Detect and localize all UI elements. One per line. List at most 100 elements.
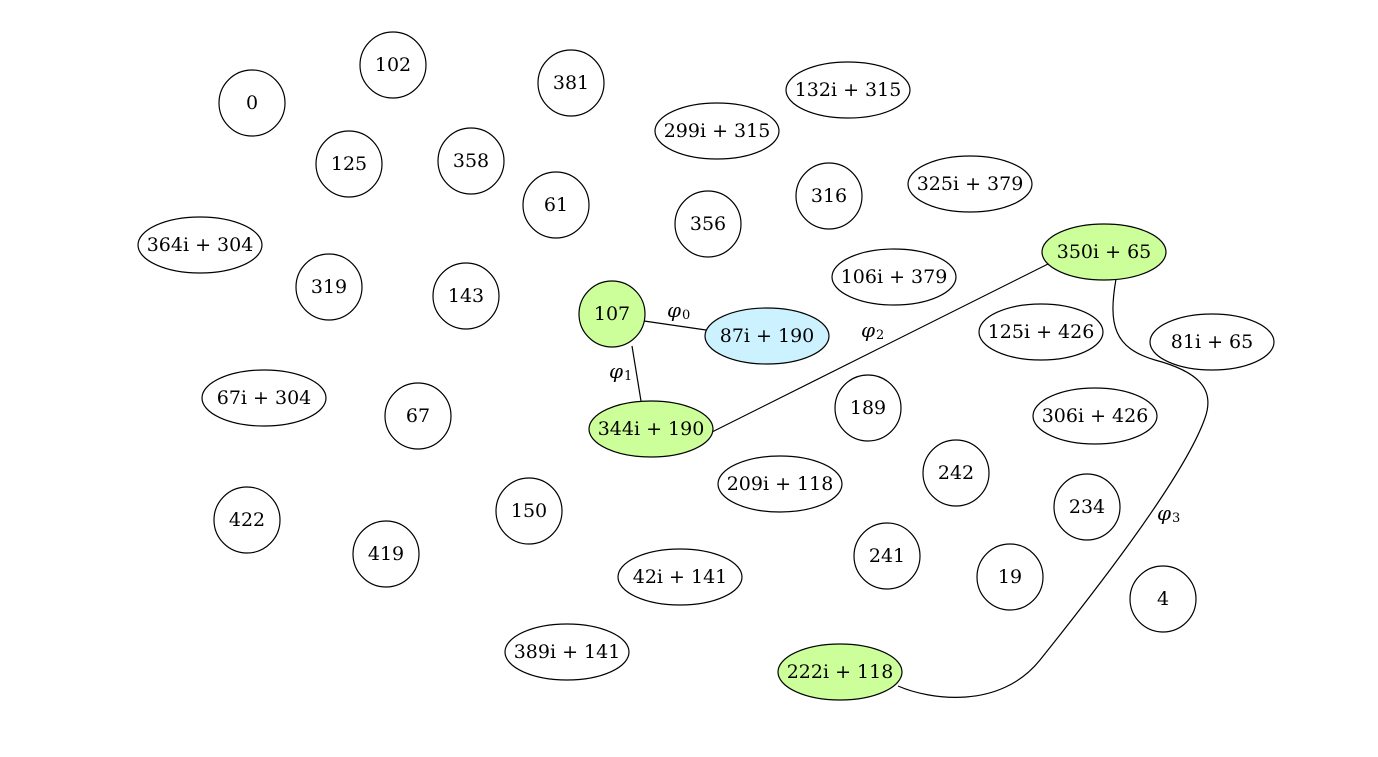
node-label: 106i + 379 xyxy=(841,266,948,288)
graph-node: 67 xyxy=(384,382,452,450)
node-shape xyxy=(617,548,743,606)
node-shape xyxy=(674,190,742,258)
node-label: 350i + 65 xyxy=(1057,241,1152,263)
graph-node: 419 xyxy=(352,520,420,588)
graph-node: 299i + 315 xyxy=(654,102,780,160)
node-shape xyxy=(777,643,903,701)
node-label: 209i + 118 xyxy=(727,473,834,495)
nodes-layer: 0 102 381 132i + 315 299i + 315 125 358 61 316 32… xyxy=(137,31,1275,701)
node-label: 67i + 304 xyxy=(217,387,312,409)
edge-n107-n344i190 xyxy=(631,345,642,402)
node-shape xyxy=(704,307,830,365)
edge-label-subscript: 2 xyxy=(876,328,884,343)
edge-label-phi-0: φ0 xyxy=(667,298,690,323)
node-label: 344i + 190 xyxy=(598,418,705,440)
graph-node: 316 xyxy=(795,162,863,230)
edge-label-symbol: φ xyxy=(609,359,623,383)
node-shape xyxy=(432,262,500,330)
graph-node: 344i + 190 xyxy=(588,400,714,458)
graph-node: 42i + 141 xyxy=(617,548,743,606)
node-label: 107 xyxy=(594,303,630,325)
node-shape xyxy=(1032,387,1158,445)
graph-node: 306i + 426 xyxy=(1032,387,1158,445)
graph-node: 143 xyxy=(432,262,500,330)
node-label: 316 xyxy=(811,185,847,207)
node-label: 325i + 379 xyxy=(917,173,1024,195)
edge-n107-n87i190 xyxy=(643,320,707,331)
graph-node: 0 xyxy=(218,69,286,137)
node-shape xyxy=(522,171,590,239)
node-label: 67 xyxy=(406,405,430,427)
node-shape xyxy=(578,280,646,348)
node-shape xyxy=(315,130,383,198)
edge-n344i190-n350i65 xyxy=(711,263,1049,433)
node-label: 87i + 190 xyxy=(720,325,815,347)
node-shape xyxy=(504,623,630,681)
graph-node: 81i + 65 xyxy=(1149,313,1275,371)
node-shape xyxy=(588,400,714,458)
graph-node: 242 xyxy=(922,439,990,507)
graph-node: 358 xyxy=(437,127,505,195)
node-shape xyxy=(495,477,563,545)
node-label: 419 xyxy=(368,543,404,565)
node-shape xyxy=(654,102,780,160)
node-shape xyxy=(218,69,286,137)
edge-label-subscript: 1 xyxy=(624,369,632,384)
node-shape xyxy=(795,162,863,230)
edges-layer xyxy=(631,263,1209,698)
node-label: 125i + 426 xyxy=(988,321,1095,343)
graph-node: 102 xyxy=(359,31,427,99)
graph-node: 189 xyxy=(834,374,902,442)
node-label: 364i + 304 xyxy=(147,234,254,256)
graph-node: 389i + 141 xyxy=(504,623,630,681)
graph-node: 4 xyxy=(1129,565,1197,633)
graph-node: 125i + 426 xyxy=(978,303,1104,361)
node-label: 132i + 315 xyxy=(795,79,902,101)
node-shape xyxy=(1053,473,1121,541)
node-shape xyxy=(831,248,957,306)
node-label: 319 xyxy=(311,276,347,298)
node-label: 81i + 65 xyxy=(1171,331,1253,353)
graph-node: 125 xyxy=(315,130,383,198)
node-shape xyxy=(834,374,902,442)
node-shape xyxy=(384,382,452,450)
node-shape xyxy=(717,455,843,513)
node-label: 356 xyxy=(690,213,726,235)
node-label: 389i + 141 xyxy=(514,641,621,663)
node-label: 102 xyxy=(375,54,411,76)
node-shape xyxy=(976,543,1044,611)
node-label: 125 xyxy=(331,153,367,175)
node-shape xyxy=(1129,565,1197,633)
edge-label-symbol: φ xyxy=(1157,501,1171,525)
node-label: 61 xyxy=(544,194,568,216)
node-label: 422 xyxy=(229,509,265,531)
node-shape xyxy=(437,127,505,195)
node-shape xyxy=(537,49,605,117)
node-label: 189 xyxy=(850,397,886,419)
graph-node: 234 xyxy=(1053,473,1121,541)
graph-node: 87i + 190 xyxy=(704,307,830,365)
edge-label-symbol: φ xyxy=(861,318,875,342)
node-shape xyxy=(295,253,363,321)
edge-label-phi-3: φ3 xyxy=(1157,501,1180,526)
node-shape xyxy=(137,216,263,274)
node-label: 42i + 141 xyxy=(633,566,728,588)
graph-node: 106i + 379 xyxy=(831,248,957,306)
node-shape xyxy=(853,522,921,590)
graph-node: 209i + 118 xyxy=(717,455,843,513)
node-shape xyxy=(359,31,427,99)
node-shape xyxy=(201,369,327,427)
node-label: 242 xyxy=(938,462,974,484)
graph-node: 422 xyxy=(213,486,281,554)
graph-node: 381 xyxy=(537,49,605,117)
node-shape xyxy=(352,520,420,588)
graph-node: 107 xyxy=(578,280,646,348)
node-shape xyxy=(907,155,1033,213)
node-label: 234 xyxy=(1069,496,1105,518)
graph-node: 319 xyxy=(295,253,363,321)
node-shape xyxy=(785,61,911,119)
node-shape xyxy=(1149,313,1275,371)
node-shape xyxy=(1041,223,1167,281)
